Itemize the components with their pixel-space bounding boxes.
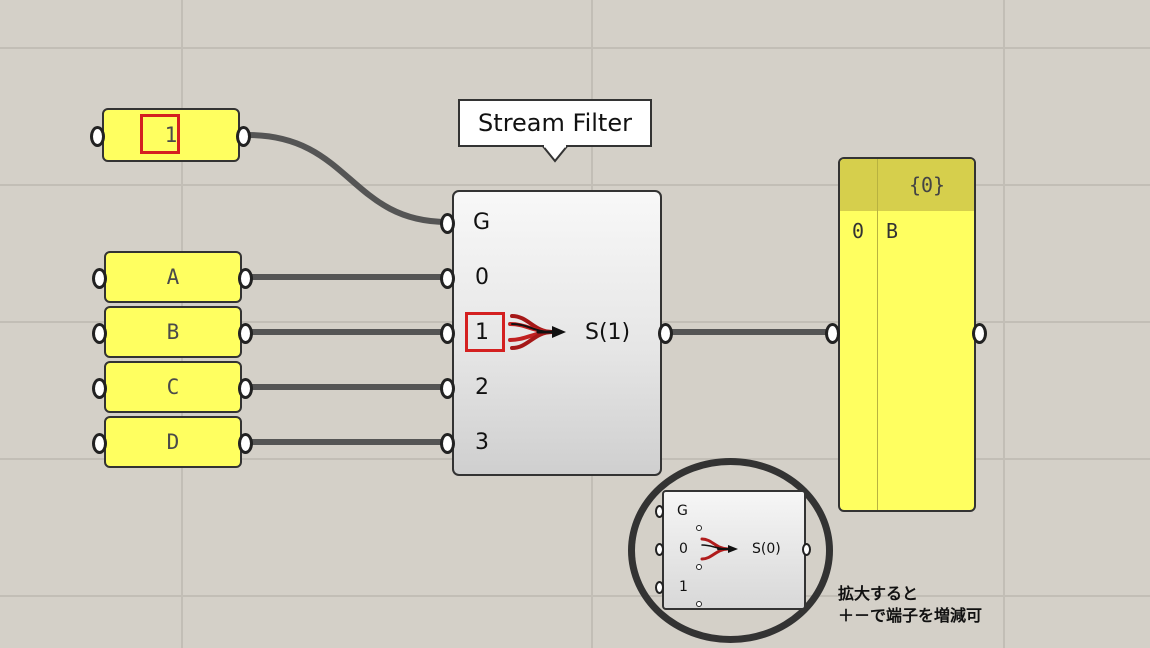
stream-filter-icon [508, 314, 566, 350]
panel-b[interactable]: B [104, 306, 242, 358]
panel-c[interactable]: C [104, 361, 242, 413]
output-panel-header: {0} [840, 159, 974, 211]
panel-c-input-port[interactable] [92, 378, 107, 399]
tooltip-text: Stream Filter [478, 109, 632, 137]
panel-d-input-port[interactable] [92, 433, 107, 454]
output-panel-value: B [886, 219, 899, 243]
zoom-input-0-label: 0 [679, 541, 688, 557]
panel-c-text: C [166, 375, 180, 399]
panel-b-input-port[interactable] [92, 323, 107, 344]
number-slider-value: 1 [164, 123, 178, 147]
wire-slider-to-g [247, 132, 448, 225]
output-panel[interactable]: {0} 0 B [838, 157, 976, 512]
input-1-highlight [465, 312, 505, 352]
input-port-3[interactable] [440, 433, 455, 454]
zoom-stream-filter-icon [700, 537, 738, 561]
output-panel-input-port[interactable] [825, 323, 840, 344]
tooltip-pointer [540, 145, 570, 163]
zoom-input-g-label: G [677, 503, 688, 519]
output-panel-path: {0} [908, 173, 946, 197]
zoom-note-line1: 拡大すると [838, 584, 919, 603]
slider-value-highlight [140, 114, 180, 154]
panel-a-output-port[interactable] [238, 268, 253, 289]
zoom-output-label: S(0) [752, 541, 781, 557]
output-panel-divider [877, 159, 878, 510]
output-s-label: S(1) [585, 320, 631, 345]
zoom-input-1-label: 1 [679, 579, 688, 595]
zoom-remove-input-dot [696, 564, 702, 570]
panel-a-input-port[interactable] [92, 268, 107, 289]
panel-d[interactable]: D [104, 416, 242, 468]
component-tooltip: Stream Filter [458, 99, 652, 147]
input-port-0[interactable] [440, 268, 455, 289]
zoom-port-1 [655, 581, 664, 594]
input-3-label: 3 [475, 430, 489, 455]
panel-d-text: D [166, 430, 180, 454]
panel-d-output-port[interactable] [238, 433, 253, 454]
zoom-add-input-dot [696, 525, 702, 531]
input-0-label: 0 [475, 265, 489, 290]
zoom-port-0 [655, 543, 664, 556]
input-1-label: 1 [475, 320, 489, 345]
input-g-label: G [473, 210, 491, 235]
output-port-s[interactable] [658, 323, 673, 344]
zoom-port-g [655, 505, 664, 518]
input-port-2[interactable] [440, 378, 455, 399]
panel-a-text: A [166, 265, 180, 289]
zoom-add-input-dot-lower [696, 601, 702, 607]
panel-c-output-port[interactable] [238, 378, 253, 399]
input-port-g[interactable] [440, 213, 455, 234]
output-panel-output-port[interactable] [972, 323, 987, 344]
slider-output-port[interactable] [236, 126, 251, 147]
panel-a[interactable]: A [104, 251, 242, 303]
zoom-note-line2: ＋－で端子を増減可 [838, 606, 983, 625]
zoom-note: 拡大すると ＋－で端子を増減可 [838, 583, 982, 627]
panel-b-output-port[interactable] [238, 323, 253, 344]
slider-input-port[interactable] [90, 126, 105, 147]
input-2-label: 2 [475, 375, 489, 400]
input-port-1[interactable] [440, 323, 455, 344]
output-panel-index: 0 [852, 219, 865, 243]
zoom-port-output [802, 543, 811, 556]
panel-b-text: B [166, 320, 180, 344]
zoom-callout-circle [628, 458, 833, 643]
